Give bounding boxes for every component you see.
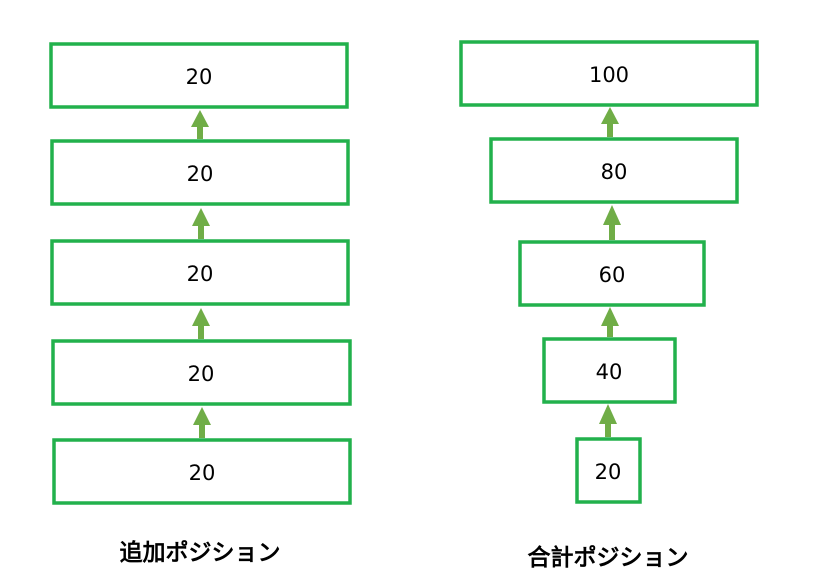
right-box-4 xyxy=(542,337,677,404)
left-box-2-value: 20 xyxy=(187,162,214,186)
right-arrow-4 xyxy=(599,404,617,437)
left-column: 20 20 20 20 20 追加ポジション xyxy=(49,42,352,566)
right-box-2-value: 80 xyxy=(601,160,628,184)
left-box-2 xyxy=(50,139,350,206)
right-arrow-2 xyxy=(603,205,621,240)
right-column: 100 80 60 40 20 合計ポジション xyxy=(459,40,759,571)
left-arrow-2 xyxy=(192,208,210,239)
right-box-3 xyxy=(518,240,706,307)
right-box-1-value: 100 xyxy=(589,63,629,87)
right-box-4-value: 40 xyxy=(596,360,623,384)
left-box-1 xyxy=(49,42,349,109)
right-arrow-3 xyxy=(601,307,619,337)
left-arrow-1 xyxy=(191,110,209,139)
left-box-3 xyxy=(50,239,350,306)
left-box-1-value: 20 xyxy=(186,65,213,89)
left-arrow-3 xyxy=(192,308,210,339)
left-box-5-value: 20 xyxy=(189,461,216,485)
right-box-2 xyxy=(489,137,739,204)
left-arrow-4 xyxy=(193,407,211,438)
left-column-title: 追加ポジション xyxy=(120,539,281,566)
right-column-title: 合計ポジション xyxy=(528,544,689,571)
left-box-4 xyxy=(51,339,352,406)
right-box-3-value: 60 xyxy=(599,263,626,287)
left-box-3-value: 20 xyxy=(187,262,214,286)
left-box-5 xyxy=(52,438,352,505)
right-arrow-1 xyxy=(601,107,619,137)
right-box-1 xyxy=(459,40,759,107)
left-box-4-value: 20 xyxy=(188,362,215,386)
right-box-5-value: 20 xyxy=(595,460,622,484)
right-box-5 xyxy=(575,437,642,504)
